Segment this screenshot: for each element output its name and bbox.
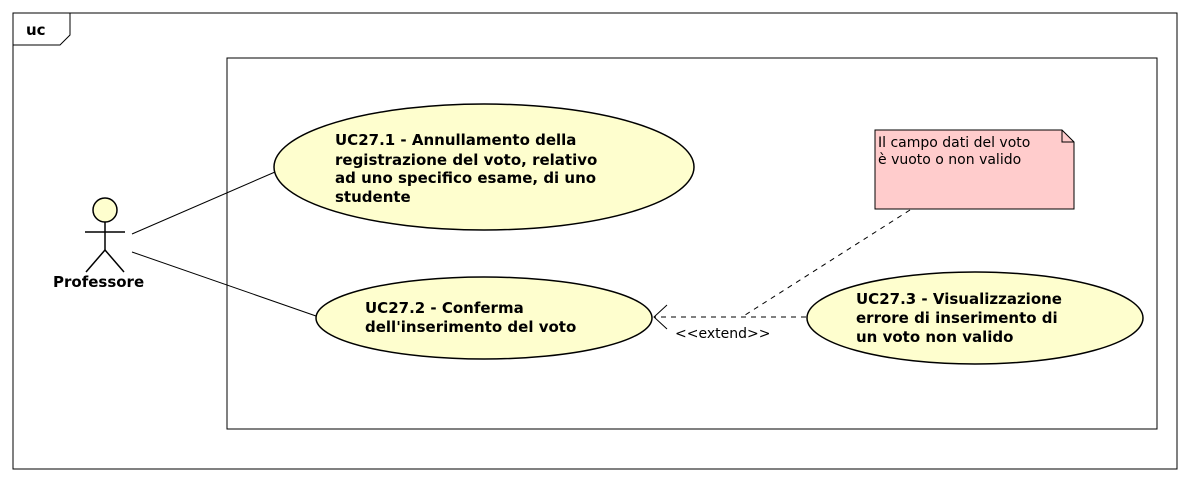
use-case-27-2-line: dell'inserimento del voto (365, 318, 576, 336)
use-case-27-3-line: un voto non valido (856, 328, 1013, 346)
note-fold (1061, 130, 1074, 143)
use-case-27-1-line: UC27.1 - Annullamento della (335, 131, 576, 149)
association-uc27-1 (131, 171, 276, 235)
actor-right-leg (104, 249, 125, 273)
actor-professore (85, 197, 125, 273)
note-text: Il campo dati del voto è vuoto o non val… (878, 135, 1035, 168)
uc-frame-tab (12, 13, 71, 46)
extend-arrowhead (653, 304, 668, 330)
use-case-27-1-line: registrazione del voto, relativo (335, 151, 597, 169)
use-case-27-2-label: UC27.2 - Conferma dell'inserimento del v… (365, 299, 576, 336)
note-anchor (741, 209, 911, 318)
use-case-27-2 (315, 276, 653, 360)
use-case-27-3 (806, 271, 1144, 365)
note (874, 129, 1075, 210)
uc-frame-label: uc (26, 21, 46, 39)
actor-label: Professore (53, 273, 144, 291)
use-case-27-3-label: UC27.3 - Visualizzazione errore di inser… (856, 290, 1067, 346)
extend-label: <<extend>> (675, 326, 770, 342)
use-case-27-1-label: UC27.1 - Annullamento della registrazion… (335, 131, 603, 206)
use-case-27-3-line: errore di inserimento di (856, 309, 1058, 327)
actor-left-leg (85, 249, 106, 273)
use-case-27-1 (273, 103, 695, 231)
use-case-27-1-line: ad uno specifico esame, di uno (335, 169, 596, 187)
uc-frame (12, 12, 1178, 470)
note-line: Il campo dati del voto (878, 135, 1030, 151)
use-case-27-3-line: UC27.3 - Visualizzazione (856, 290, 1062, 308)
association-uc27-2 (131, 251, 317, 317)
use-case-27-1-line: studente (335, 188, 411, 206)
system-boundary (226, 57, 1158, 430)
use-case-27-2-line: UC27.2 - Conferma (365, 299, 524, 317)
note-line: è vuoto o non valido (878, 152, 1021, 168)
actor-head (92, 197, 118, 223)
